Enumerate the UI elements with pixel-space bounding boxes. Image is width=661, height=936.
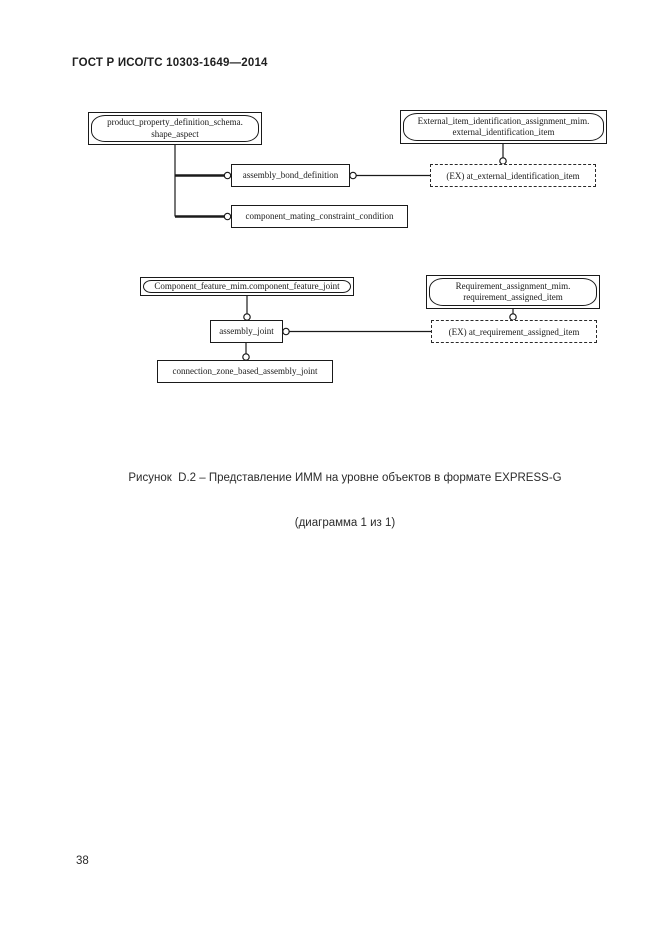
relation-circle <box>349 171 357 180</box>
document-header: ГОСТ Р ИСО/ТС 10303-1649—2014 <box>72 57 268 69</box>
figure-caption-line2: (диаграмма 1 из 1) <box>294 517 396 529</box>
attr-at-requirement-assigned-item: (EX) at_requirement_assigned_item <box>431 320 597 343</box>
page-number: 38 <box>76 855 89 867</box>
entity-ref-product-property-shape-aspect: product_property_definition_schema. shap… <box>88 112 262 145</box>
relation-circle <box>282 327 290 336</box>
ref-oval: External_item_identification_assignment_… <box>403 113 604 141</box>
relation-circle <box>223 171 232 180</box>
entity-label-line: requirement_assigned_item <box>463 292 563 302</box>
entity-label-line: External_item_identification_assignment_… <box>417 115 590 126</box>
ref-oval: product_property_definition_schema. shap… <box>91 115 259 142</box>
figure-caption-line1: Рисунок D.2 – Представление ИММ на уровн… <box>128 472 562 484</box>
ref-oval: Requirement_assignment_mim. requirement_… <box>429 278 597 306</box>
ref-oval: Component_feature_mim.component_feature_… <box>143 280 351 293</box>
entity-assembly-joint: assembly_joint <box>210 320 283 343</box>
entity-ref-external-item-identification: External_item_identification_assignment_… <box>400 110 607 144</box>
entity-label-line: shape_aspect <box>151 128 199 139</box>
entity-label-line: Requirement_assignment_mim. <box>455 280 571 291</box>
entity-component-mating-constraint-condition: component_mating_constraint_condition <box>231 205 408 228</box>
entity-label-line: product_property_definition_schema. <box>107 117 243 128</box>
entity-ref-component-feature-joint: Component_feature_mim.component_feature_… <box>140 277 354 296</box>
figure-caption: Рисунок D.2 – Представление ИММ на уровн… <box>30 441 660 561</box>
attr-at-external-identification-item: (EX) at_external_identification_item <box>430 164 596 187</box>
entity-label-line: Component_feature_mim.component_feature_… <box>154 280 340 291</box>
entity-assembly-bond-definition: assembly_bond_definition <box>231 164 350 187</box>
entity-ref-requirement-assignment: Requirement_assignment_mim. requirement_… <box>426 275 600 309</box>
entity-connection-zone-based-assembly-joint: connection_zone_based_assembly_joint <box>157 360 333 383</box>
relation-circle <box>223 212 232 221</box>
entity-label-line: external_identification_item <box>452 127 555 137</box>
